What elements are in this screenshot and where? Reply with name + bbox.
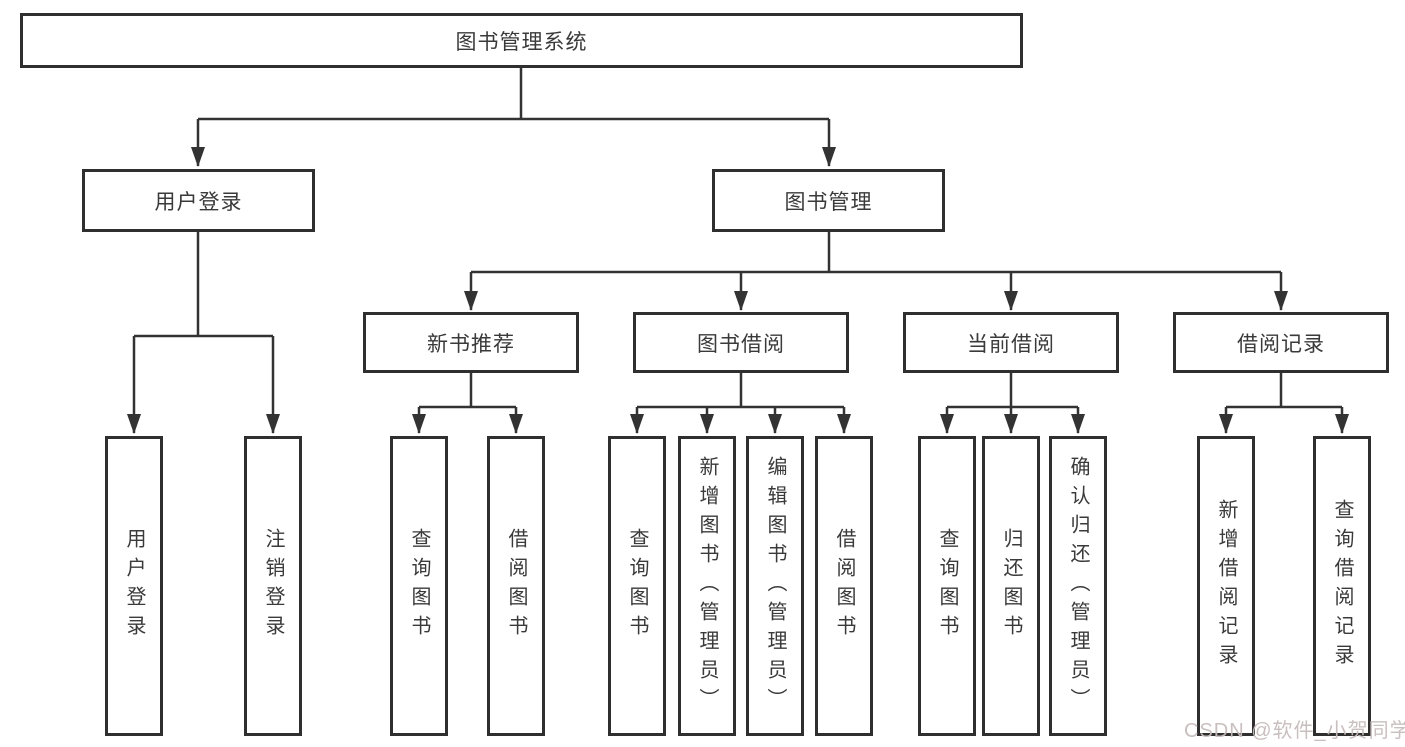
node-borrowing-records: 借阅记录 (1173, 312, 1389, 373)
node-label: 图书管理系统 (455, 30, 588, 54)
node-label: 图书借阅 (697, 332, 785, 356)
node-library-management-system: 图书管理系统 (20, 13, 1023, 68)
leaf-label: 归还图书 (1000, 528, 1022, 644)
leaf-label: 借阅图书 (833, 528, 855, 644)
leaf-edit-books-admin: 编辑图书（管理员） (746, 436, 804, 736)
leaf-add-borrow-record: 新增借阅记录 (1197, 436, 1255, 736)
leaf-label: 查询图书 (936, 528, 958, 644)
leaf-label: 查询图书 (626, 528, 648, 644)
node-new-book-recommendation: 新书推荐 (363, 312, 579, 373)
csdn-watermark: CSDN @软件_小贺同学 (1184, 720, 1405, 742)
leaf-label: 新增图书（管理员） (696, 455, 718, 717)
leaf-user-login: 用户登录 (105, 436, 163, 736)
node-label: 图书管理 (784, 190, 873, 214)
leaf-label: 编辑图书（管理员） (764, 455, 786, 717)
connector-group (127, 67, 1349, 434)
leaf-query-books-borrowing: 查询图书 (608, 436, 666, 736)
node-user-login: 用户登录 (82, 169, 315, 232)
leaf-query-borrow-record: 查询借阅记录 (1313, 436, 1371, 736)
leaf-borrow-books: 借阅图书 (815, 436, 873, 736)
leaf-label: 借阅图书 (505, 528, 527, 644)
leaf-return-books: 归还图书 (982, 436, 1040, 736)
leaf-label: 查询借阅记录 (1331, 499, 1353, 673)
leaf-query-books-recommend: 查询图书 (390, 436, 448, 736)
leaf-label: 用户登录 (123, 528, 145, 644)
node-current-borrowing: 当前借阅 (903, 312, 1119, 373)
leaf-label: 注销登录 (262, 528, 284, 644)
leaf-query-books-current: 查询图书 (918, 436, 976, 736)
node-book-borrowing: 图书借阅 (633, 312, 849, 373)
leaf-label: 新增借阅记录 (1215, 499, 1237, 673)
leaf-borrow-books-recommend: 借阅图书 (487, 436, 545, 736)
node-label: 当前借阅 (967, 332, 1055, 356)
leaf-label: 查询图书 (408, 528, 430, 644)
leaf-label: 确认归还（管理员） (1067, 455, 1089, 717)
leaf-logout: 注销登录 (244, 436, 302, 736)
node-label: 用户登录 (154, 190, 243, 214)
node-label: 新书推荐 (427, 332, 515, 356)
node-book-management: 图书管理 (712, 169, 945, 232)
leaf-confirm-return-admin: 确认归还（管理员） (1049, 436, 1107, 736)
leaf-add-books-admin: 新增图书（管理员） (678, 436, 736, 736)
node-label: 借阅记录 (1237, 332, 1325, 356)
